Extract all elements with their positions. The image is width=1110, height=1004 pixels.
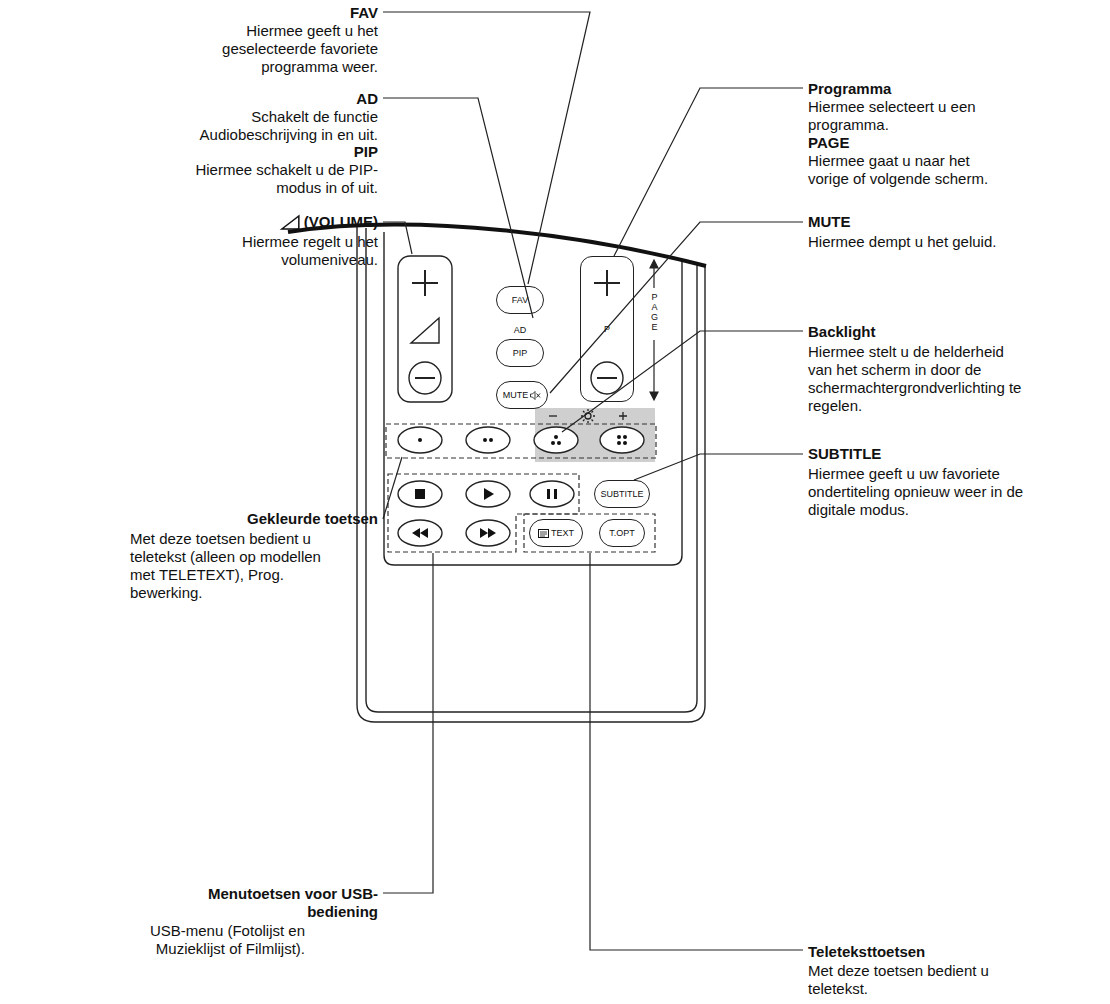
button-label: MUTE: [503, 390, 529, 400]
callout-heading: SUBTITLE: [808, 445, 1088, 463]
callout-text: Hiermee dempt u het geluid.: [808, 233, 1098, 251]
mute-button: MUTE: [496, 381, 548, 409]
callout-text: Hiermee gaat u naar het vorige of volgen…: [808, 152, 1008, 188]
callout-heading: Menutoetsen voor USB-bediening: [200, 885, 378, 921]
backlight-symbols: [549, 409, 627, 423]
callout-text: Met deze toetsen bedient u teletekst.: [808, 962, 1003, 998]
button-label: SUBTITLE: [600, 489, 643, 499]
text-button: TEXT: [529, 519, 583, 547]
callout-heading: FAV: [178, 4, 378, 22]
button-groups: [386, 424, 656, 552]
fav-button: FAV: [496, 286, 544, 314]
callout-heading: PAGE: [808, 134, 1088, 152]
callout-heading: AD: [178, 90, 378, 108]
usb-buttons: [398, 481, 574, 546]
program-rocker: P: [580, 256, 634, 402]
button-label: AD: [497, 325, 543, 335]
subtitle-button: SUBTITLE: [594, 480, 650, 508]
mute-icon: [530, 391, 541, 400]
callout-text: Met deze toetsen bedient u teletekst (al…: [130, 530, 342, 602]
callout-text: Hiermee regelt u het volumeniveau.: [218, 233, 378, 269]
button-label: TEXT: [551, 528, 574, 538]
volume-rocker: [398, 256, 452, 402]
leader-lines: [383, 12, 803, 950]
callout-heading: Teleteksttoetsen: [808, 943, 1088, 961]
callout-text: Schakelt de functie Audiobeschrijving in…: [156, 108, 378, 144]
volume-symbol: [282, 216, 299, 229]
teletext-icon: [538, 529, 549, 538]
page-arrows: [650, 260, 658, 400]
program-rocker-symbols: [591, 270, 623, 394]
backlight-region: [535, 408, 655, 462]
callout-heading: (VOLUME): [178, 213, 378, 231]
callout-heading: Backlight: [808, 323, 1088, 341]
button-marking: PAGE: [650, 293, 659, 333]
callout-text: Hiermee geeft u het geselecteerde favori…: [206, 22, 378, 76]
button-label: P: [604, 324, 610, 334]
callout-heading: Gekleurde toetsen: [158, 510, 378, 528]
callout-heading: Programma: [808, 80, 1088, 98]
callout-heading: PIP: [178, 143, 378, 161]
topt-button: T.OPT: [599, 519, 645, 547]
callout-text: Hiermee selecteert u een programma.: [808, 98, 1008, 134]
button-label: T.OPT: [609, 528, 635, 538]
callout-text: Hiermee schakelt u de PIP-modus in of ui…: [183, 161, 378, 197]
pip-button: ADPIP: [496, 339, 544, 367]
button-label: PIP: [513, 348, 528, 358]
callout-heading: MUTE: [808, 213, 1088, 231]
colour-buttons: [398, 427, 644, 453]
callout-text: Hiermee geeft u uw favoriete ondertiteli…: [808, 465, 1026, 519]
remote-body: [357, 226, 705, 722]
callout-text: USB-menu (Fotolijst en Muzieklijst of Fi…: [115, 922, 305, 958]
callout-text: Hiermee stelt u de helderheid van het sc…: [808, 343, 1026, 415]
button-label: FAV: [512, 295, 528, 305]
